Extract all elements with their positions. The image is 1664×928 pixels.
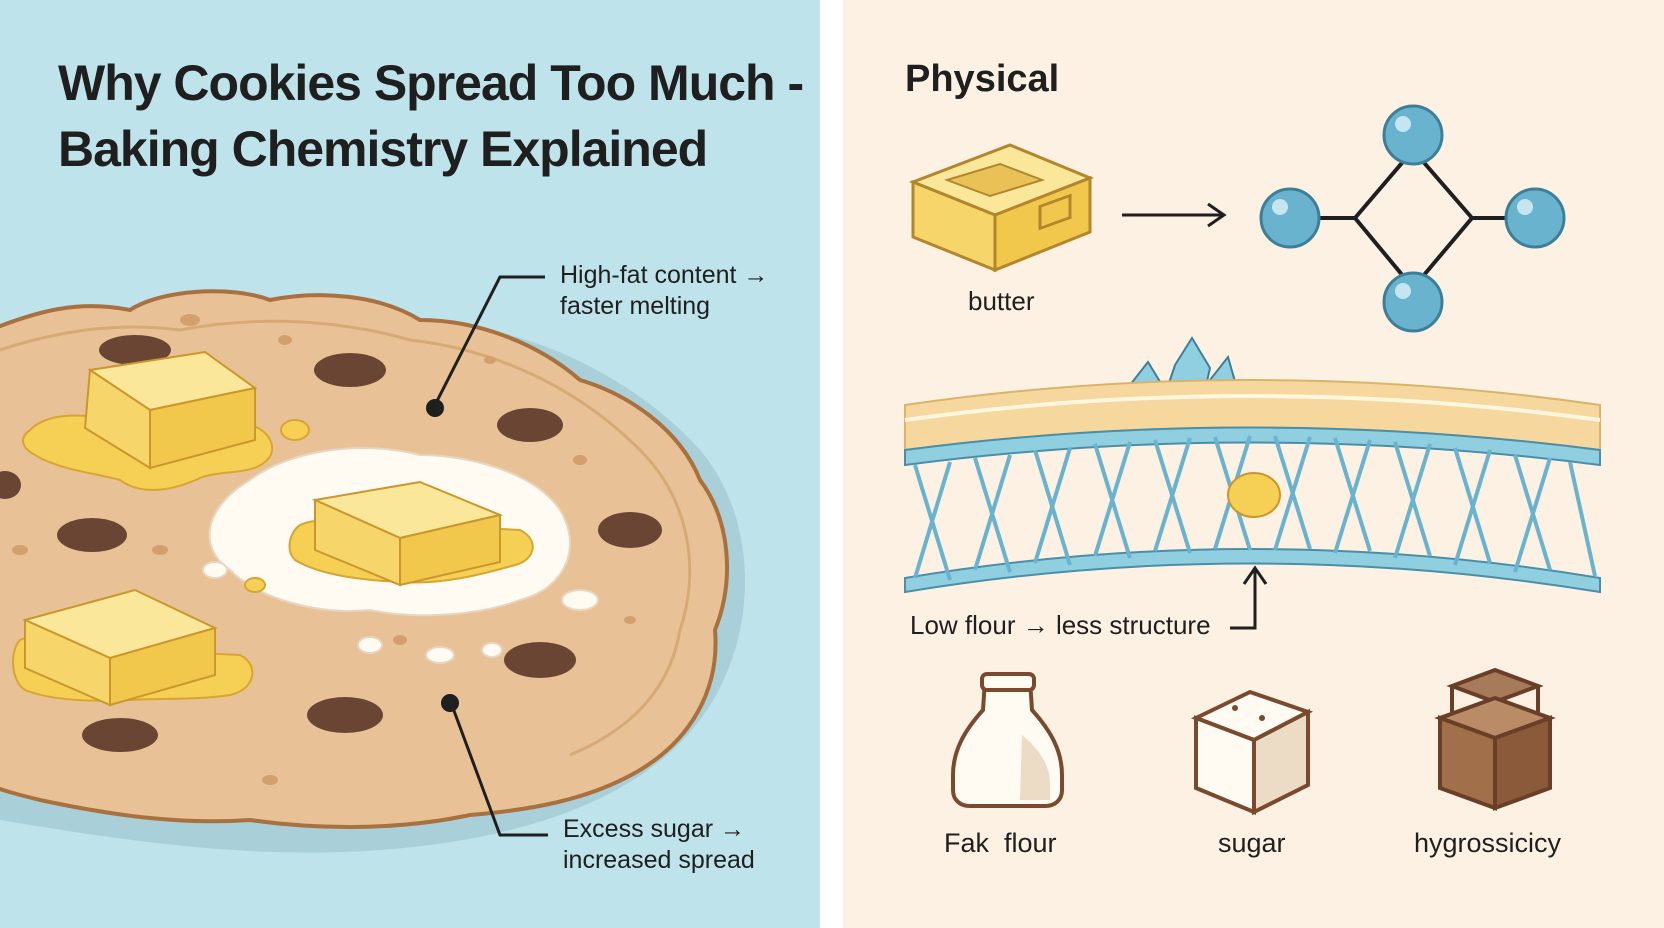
low-flour-label: Low flour → less structure: [910, 610, 1211, 640]
cookie-inner-edge: [0, 319, 692, 757]
callout-dot-fat: [426, 399, 444, 417]
callout-leaders: [433, 275, 548, 837]
callout-excess-sugar-line-1: Excess sugar →: [563, 815, 746, 843]
callout-high-fat-line-2: faster melting: [560, 292, 711, 320]
callout-high-fat-line-1: High-fat content →: [560, 261, 769, 289]
callout-dot-sugar: [441, 694, 459, 712]
butter-label: butter: [968, 286, 1035, 316]
right-panel: [843, 0, 1664, 928]
ingredient-label-hygroscopicity: hygrossicicy: [1414, 828, 1562, 858]
callout-excess-sugar: Excess sugar → increased spread: [563, 814, 755, 876]
title-line-2: Baking Chemistry Explained: [58, 121, 708, 177]
butter-droplets: [244, 419, 310, 593]
left-panel: Why Cookies Spread Too Much - Baking Che…: [0, 0, 820, 928]
callout-excess-sugar-line-2: increased spread: [563, 846, 755, 874]
ingredient-label-flour: Fak flour: [944, 828, 1057, 858]
chocolate-chips: [0, 335, 662, 752]
physical-heading: Physical: [905, 58, 1060, 100]
milk-droplets: [202, 561, 599, 664]
butter-cube-1: [83, 350, 258, 470]
butter-cube-3: [22, 588, 218, 707]
cookie-illustration: [0, 275, 745, 853]
butter-cube-2: [311, 480, 504, 587]
title-line-1: Why Cookies Spread Too Much -: [58, 55, 804, 111]
callout-high-fat: High-fat content → faster melting: [560, 260, 768, 322]
ingredient-label-sugar: sugar: [1218, 828, 1286, 858]
